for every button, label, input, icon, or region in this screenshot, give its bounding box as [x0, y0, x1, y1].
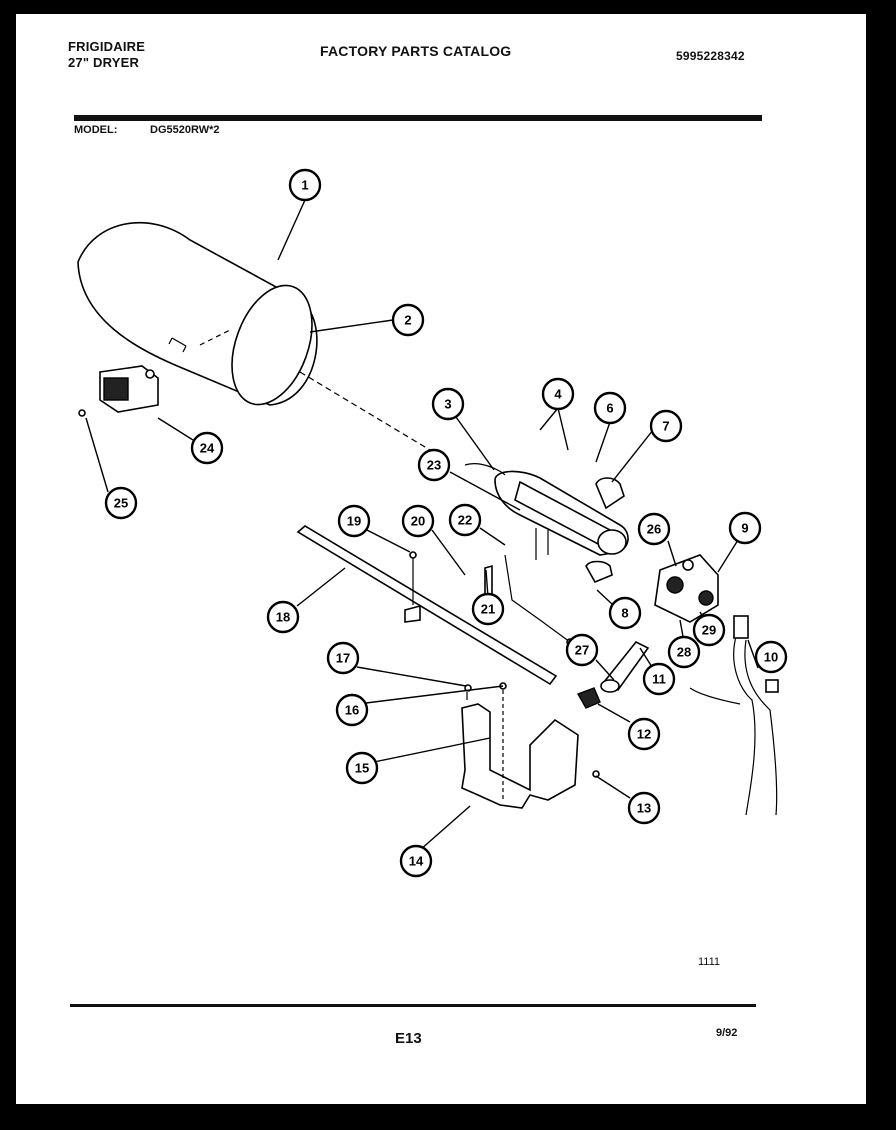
svg-text:28: 28 — [677, 645, 691, 660]
svg-text:3: 3 — [444, 397, 451, 412]
svg-text:14: 14 — [409, 854, 424, 869]
svg-text:22: 22 — [458, 513, 472, 528]
callout-1: 1 — [288, 168, 322, 202]
callout-26: 26 — [637, 512, 671, 546]
rod-part — [296, 525, 558, 686]
svg-text:17: 17 — [336, 651, 350, 666]
callout-13: 13 — [627, 791, 661, 825]
svg-text:13: 13 — [637, 801, 651, 816]
svg-text:19: 19 — [347, 514, 361, 529]
svg-text:12: 12 — [637, 727, 651, 742]
svg-text:21: 21 — [481, 602, 495, 617]
callout-7: 7 — [649, 409, 683, 443]
pipe-part — [576, 640, 650, 709]
callout-10: 10 — [754, 640, 788, 674]
catalog-date: 9/92 — [716, 1027, 738, 1039]
burner-assembly — [464, 463, 629, 584]
svg-text:4: 4 — [554, 387, 562, 402]
callout-20: 20 — [401, 504, 435, 538]
callout-17: 17 — [326, 641, 360, 675]
callout-4: 4 — [541, 377, 575, 411]
catalog-page — [16, 14, 866, 1104]
bracket-part — [461, 682, 600, 809]
svg-text:10: 10 — [764, 650, 778, 665]
callout-2: 2 — [391, 303, 425, 337]
callout-28: 28 — [667, 635, 701, 669]
callout-12: 12 — [627, 717, 661, 751]
header-rule — [74, 115, 762, 121]
svg-text:24: 24 — [200, 441, 215, 456]
wiring-harness — [689, 615, 779, 816]
svg-text:27: 27 — [575, 643, 589, 658]
reference-number: 1111 — [698, 956, 721, 968]
callout-16: 16 — [335, 693, 369, 727]
model-value: DG5520RW*2 — [150, 124, 220, 136]
callout-19: 19 — [337, 504, 371, 538]
svg-text:20: 20 — [411, 514, 425, 529]
svg-text:15: 15 — [355, 761, 369, 776]
svg-text:18: 18 — [276, 610, 290, 625]
page-number: E13 — [395, 1030, 422, 1047]
brand-name: FRIGIDAIRE — [68, 39, 146, 54]
catalog-title: FACTORY PARTS CATALOG — [320, 43, 512, 59]
model-label: MODEL: — [74, 124, 118, 136]
svg-text:8: 8 — [621, 606, 628, 621]
gas-valve-part — [654, 554, 719, 623]
footer-rule — [70, 1004, 756, 1007]
callout-24: 24 — [190, 431, 224, 465]
switch-part — [78, 365, 159, 417]
svg-text:2: 2 — [404, 313, 411, 328]
callout-3: 3 — [431, 387, 465, 421]
callout-6: 6 — [593, 391, 627, 425]
callout-27: 27 — [565, 633, 599, 667]
svg-text:23: 23 — [427, 458, 441, 473]
svg-text:9: 9 — [741, 521, 748, 536]
svg-text:26: 26 — [647, 522, 661, 537]
svg-text:16: 16 — [345, 703, 359, 718]
callout-23: 23 — [417, 448, 451, 482]
svg-text:1: 1 — [301, 178, 308, 193]
callout-14: 14 — [399, 844, 433, 878]
svg-text:7: 7 — [662, 419, 669, 434]
igniter-part — [484, 528, 574, 646]
callout-29: 29 — [692, 613, 726, 647]
callout-9: 9 — [728, 511, 762, 545]
product-name: 27" DRYER — [68, 55, 140, 70]
callout-15: 15 — [345, 751, 379, 785]
callout-8: 8 — [608, 596, 642, 630]
callout-18: 18 — [266, 600, 300, 634]
svg-text:6: 6 — [606, 401, 613, 416]
catalog-number: 5995228342 — [676, 49, 745, 63]
svg-text:29: 29 — [702, 623, 716, 638]
callout-21: 21 — [471, 592, 505, 626]
callout-22: 22 — [448, 503, 482, 537]
leader-lines — [85, 199, 759, 851]
callout-25: 25 — [104, 486, 138, 520]
callout-11: 11 — [642, 662, 676, 696]
svg-text:11: 11 — [652, 672, 666, 687]
drum-part — [77, 221, 431, 451]
svg-text:25: 25 — [114, 496, 128, 511]
